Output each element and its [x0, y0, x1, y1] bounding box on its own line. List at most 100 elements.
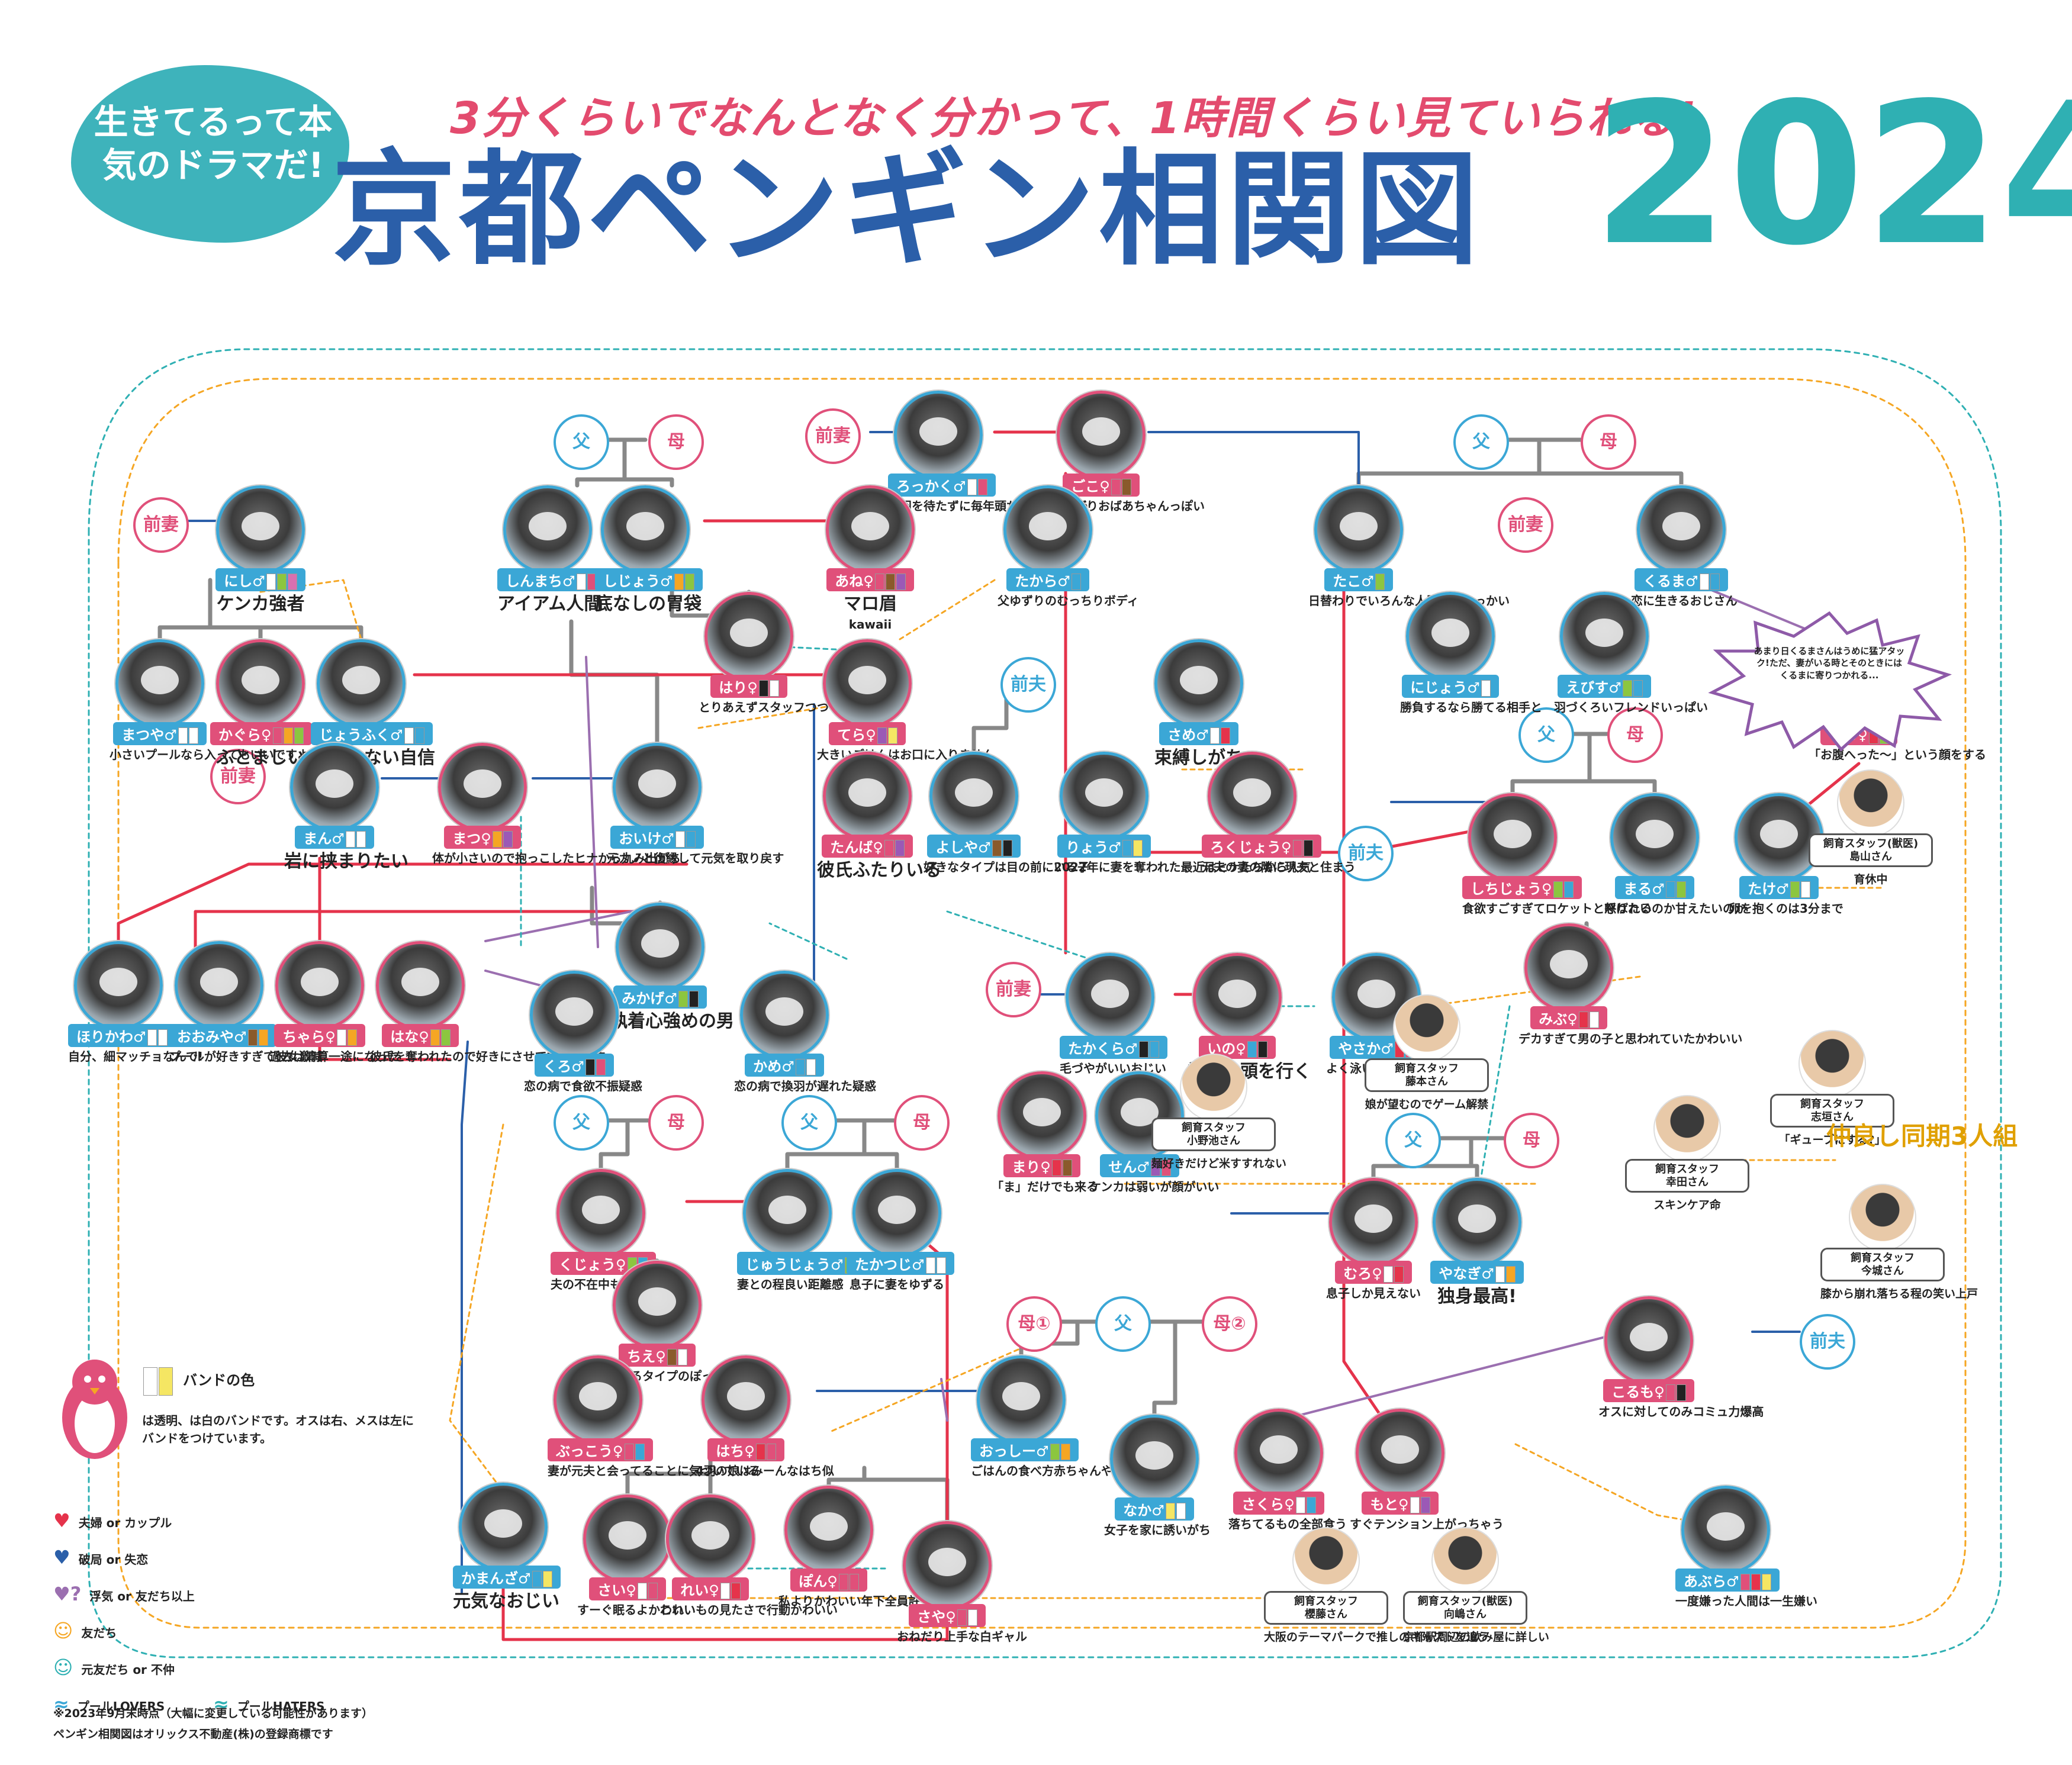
penguin-name: まる♂	[1623, 881, 1665, 897]
penguin-node: たかくら♂毛づやがいいおじい	[1060, 953, 1167, 1075]
band-color-chip	[1420, 1497, 1430, 1513]
penguin-description: 過去は清算一途になった	[269, 1049, 400, 1064]
band-color-chip	[936, 1257, 946, 1274]
penguin-name: りょう♂	[1066, 839, 1121, 856]
penguin-photo	[459, 1483, 548, 1571]
penguin-description: 恋の病で食欲不振疑惑	[524, 1079, 642, 1093]
question-heart-icon: ♥?	[53, 1583, 82, 1605]
penguin-name: えびす♂	[1566, 679, 1621, 696]
penguin-node: ぽん♀私よりかわいい年下全員許せん	[778, 1486, 944, 1608]
exfriend-line	[1479, 1005, 1511, 1185]
penguin-name-tag: ろっかく♂	[888, 474, 996, 497]
penguin-node: さくら♀落ちてるもの全部食う	[1228, 1409, 1347, 1531]
friend-line	[449, 1123, 504, 1493]
legend-band-row: バンドの色	[142, 1367, 255, 1396]
band-color-chip	[1292, 840, 1302, 856]
penguin-node: ちゃら♀過去は清算一途になった	[269, 941, 400, 1064]
staff-title: 飼育スタッフ	[1800, 1098, 1864, 1110]
page-title: 京都ペンギン相関図	[332, 137, 1483, 282]
band-color-chip	[1161, 1160, 1171, 1176]
penguin-name: まつや♂	[121, 727, 177, 743]
penguin-name-tag: なか♂	[1115, 1497, 1194, 1521]
band-color-chip	[1111, 479, 1121, 495]
penguin-description: 元夫の妻の隣に現夫と住まう	[1202, 860, 1356, 874]
penguin-name: たんば♀	[830, 839, 883, 856]
penguin-photo	[275, 941, 364, 1030]
penguin-name-tag: たんば♀	[822, 835, 913, 858]
penguin-node: ほりかわ♂ 自分、細マッチョなんで!	[68, 941, 204, 1064]
ex-wife-marker: 前妻	[210, 749, 266, 804]
penguin-node: しちじょう♀食欲すごすぎてロケットと呼ばれる	[1462, 793, 1652, 916]
penguin-node: まん♂岩に挟まりたい	[284, 743, 408, 872]
penguin-node: たこ♂日替わりでいろんな人間にちょっかい	[1308, 485, 1510, 608]
legend-item: ♥夫婦 or カップル	[53, 1509, 172, 1532]
penguin-name-tag: おっしー♂	[971, 1438, 1079, 1461]
staff-photo	[1292, 1527, 1360, 1595]
subtitle: 3分くらいでなんとなく分かって、1時間くらい見ていられる!	[450, 93, 1697, 144]
exfriend-line	[946, 910, 1090, 960]
penguin-description: 女子を家に誘いがち	[1104, 1523, 1211, 1537]
penguin-description: プールが好きすぎて彼女激減	[169, 1049, 323, 1064]
band-color-chip	[686, 831, 696, 848]
family-line	[1510, 732, 1657, 795]
staff-description: 「ギューブにする?」	[1778, 1133, 1886, 1147]
staff-name: 幸田さん	[1666, 1175, 1709, 1189]
penguin-name-tag: たから♂	[1006, 568, 1089, 591]
penguin-name-tag: えびす♂	[1558, 675, 1651, 698]
band-color-chip	[648, 1583, 658, 1599]
penguin-description: 独身最高!	[1437, 1286, 1517, 1307]
penguin-photo	[1681, 1486, 1770, 1574]
penguin-description: 執着心強めの男	[610, 1011, 734, 1032]
band-color-chip	[336, 1029, 346, 1046]
penguin-name-tag: ほりかわ♂	[68, 1024, 176, 1047]
staff-photo	[1180, 1054, 1247, 1121]
band-color-chip	[1375, 574, 1385, 590]
band-color-chip	[885, 574, 895, 590]
penguin-name-tag: せん♂	[1100, 1154, 1179, 1177]
ex-wife-marker: 前妻	[986, 962, 1041, 1017]
staff-photo	[1798, 1030, 1866, 1097]
penguin-node: さめ♂束縛しがち	[1148, 639, 1249, 769]
penguin-description: すーぐ眠るよかわいい	[577, 1603, 696, 1617]
penguin-description: ごはんの食べ方赤ちゃんやん	[971, 1464, 1125, 1478]
staff-description: スキンケア命	[1653, 1199, 1721, 1212]
penguin-description: 2022年に妻を奪われた最近はヒナたちから人気	[1054, 860, 1311, 874]
penguin-name: てら♀	[837, 727, 876, 743]
band-color-chip	[720, 1583, 730, 1599]
penguin-node: ちえ♀動けるタイプのぽっちゃりさん	[607, 1261, 773, 1383]
staff-photo	[1431, 1527, 1499, 1595]
penguin-name-tag: れい♀	[672, 1577, 749, 1600]
penguin-photo	[1468, 793, 1557, 882]
penguin-node: おおみや♂ プールが好きすぎて彼女激減	[169, 941, 323, 1064]
penguin-description: 一度嫌った人間は一生嫌い	[1675, 1594, 1817, 1608]
penguin-name: おおみや♂	[177, 1029, 247, 1045]
staff-description: 育休中	[1854, 873, 1888, 887]
flirt-line	[1278, 1325, 1650, 1422]
band-color-chip	[283, 727, 293, 744]
penguin-name-tag: さくら♀	[1233, 1492, 1324, 1515]
penguin-description: 「お腹へった～」という顔をする	[1809, 748, 1986, 762]
legend-penguin-icon	[62, 1360, 127, 1459]
legend-band-label: バンドの色	[182, 1371, 255, 1389]
penguin-name-tag: ろくじょう♀	[1202, 835, 1321, 858]
band-color-chip	[1553, 881, 1563, 898]
band-color-chip	[585, 1059, 595, 1075]
special-group-label: 仲良し同期3人組	[1826, 1122, 2018, 1151]
staff-photo	[1653, 1095, 1721, 1162]
band-color-chip	[542, 1571, 552, 1587]
penguin-photo	[702, 1355, 790, 1444]
staff-node: 飼育スタッフ今城さん膝から崩れ落ちる程の笑い上戸	[1820, 1184, 1978, 1301]
band-color-chip	[294, 727, 304, 744]
penguin-photo	[616, 903, 704, 991]
penguin-name: おいけ♂	[619, 830, 674, 847]
footnote-trademark: ペンギン相関図はオリックス不動産(株)の登録商標です	[53, 1728, 333, 1741]
family-line	[575, 437, 674, 488]
band-color-chip	[678, 991, 688, 1007]
penguin-photo	[74, 941, 163, 1030]
flirt-line	[940, 1378, 948, 1422]
penguin-description: 自分、細マッチョなんで!	[68, 1049, 204, 1064]
penguin-photo	[1234, 1409, 1323, 1497]
band-color-chip	[1149, 1041, 1159, 1058]
family-line	[599, 1118, 651, 1171]
band-color-chip	[1622, 680, 1632, 697]
